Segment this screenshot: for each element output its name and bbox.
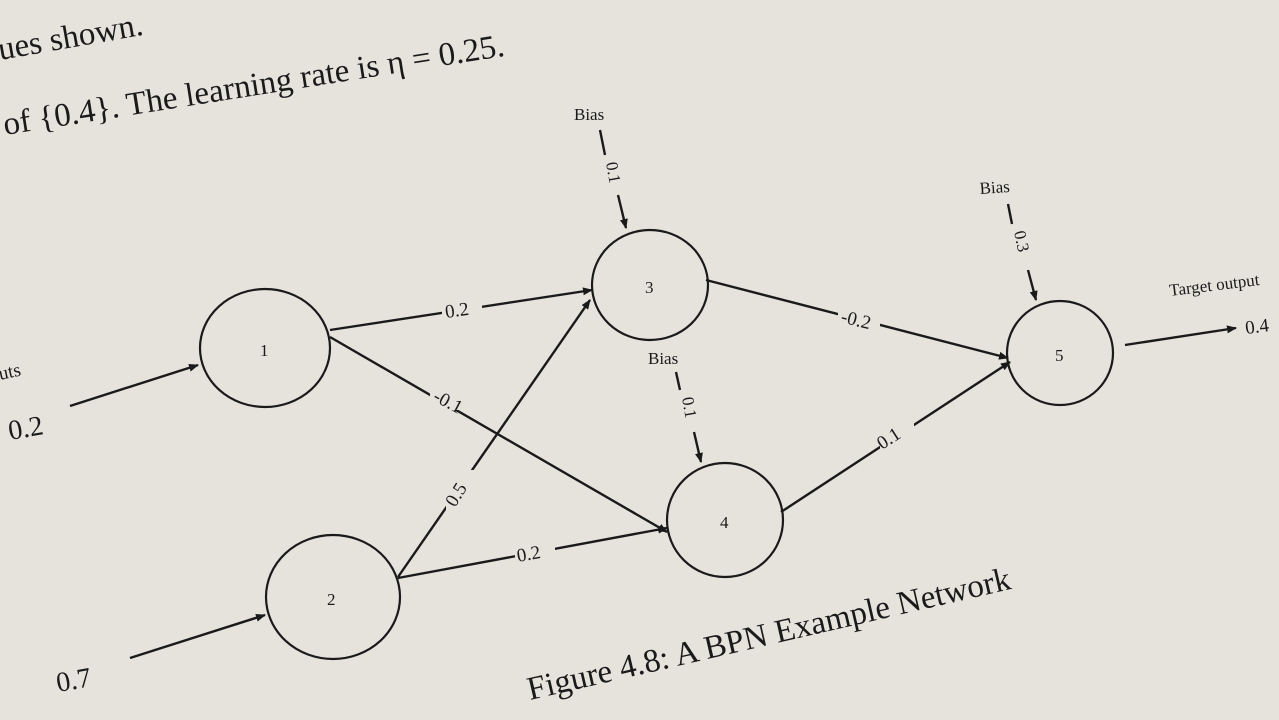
- bias-4-label: Bias: [648, 349, 678, 368]
- node-2-label: 2: [327, 590, 336, 609]
- bias-5-label: Bias: [979, 177, 1010, 198]
- node-3-label: 3: [645, 278, 654, 297]
- node-4-label: 4: [720, 513, 729, 532]
- edge-1-4: [329, 335, 668, 534]
- text-line-1: ues shown.: [0, 7, 146, 68]
- bias-3-weight: 0.1: [602, 160, 624, 184]
- bias-4-line: [674, 371, 682, 391]
- input-1-arrow: [69, 363, 199, 408]
- bias-4-weight: 0.1: [678, 395, 700, 419]
- node-1-label: 1: [260, 341, 269, 360]
- bias-3-line: [598, 129, 607, 156]
- target-output-value: 0.4: [1244, 315, 1271, 339]
- input-2-value: 0.7: [54, 662, 94, 699]
- bias-3-label: Bias: [574, 105, 604, 124]
- bias-5-weight: 0.3: [1010, 229, 1033, 254]
- weight-2-4: 0.2: [515, 542, 542, 567]
- node-2: [264, 533, 402, 661]
- node-1: [198, 287, 332, 409]
- output-arrow: [1124, 325, 1237, 347]
- node-3: [590, 228, 710, 342]
- bias-5-line: [1006, 203, 1014, 225]
- inputs-label: uts: [0, 360, 23, 385]
- bias-4-arrow: [692, 431, 703, 463]
- node-4: [665, 461, 785, 579]
- target-output-label: Target output: [1168, 270, 1260, 300]
- edge-labels: 0.2 -0.1 0.5 0.2 -0.2 0.1: [430, 298, 914, 567]
- bias-3-arrow: [616, 194, 628, 229]
- edge-2-3: [397, 299, 591, 578]
- weight-1-3: 0.2: [444, 299, 470, 323]
- figure-caption: Figure 4.8: A BPN Example Network: [524, 561, 1015, 708]
- input-1-value: 0.2: [6, 410, 46, 447]
- node-5-label: 5: [1055, 346, 1064, 365]
- input-2-arrow: [129, 613, 266, 660]
- bias-5-arrow: [1026, 269, 1038, 301]
